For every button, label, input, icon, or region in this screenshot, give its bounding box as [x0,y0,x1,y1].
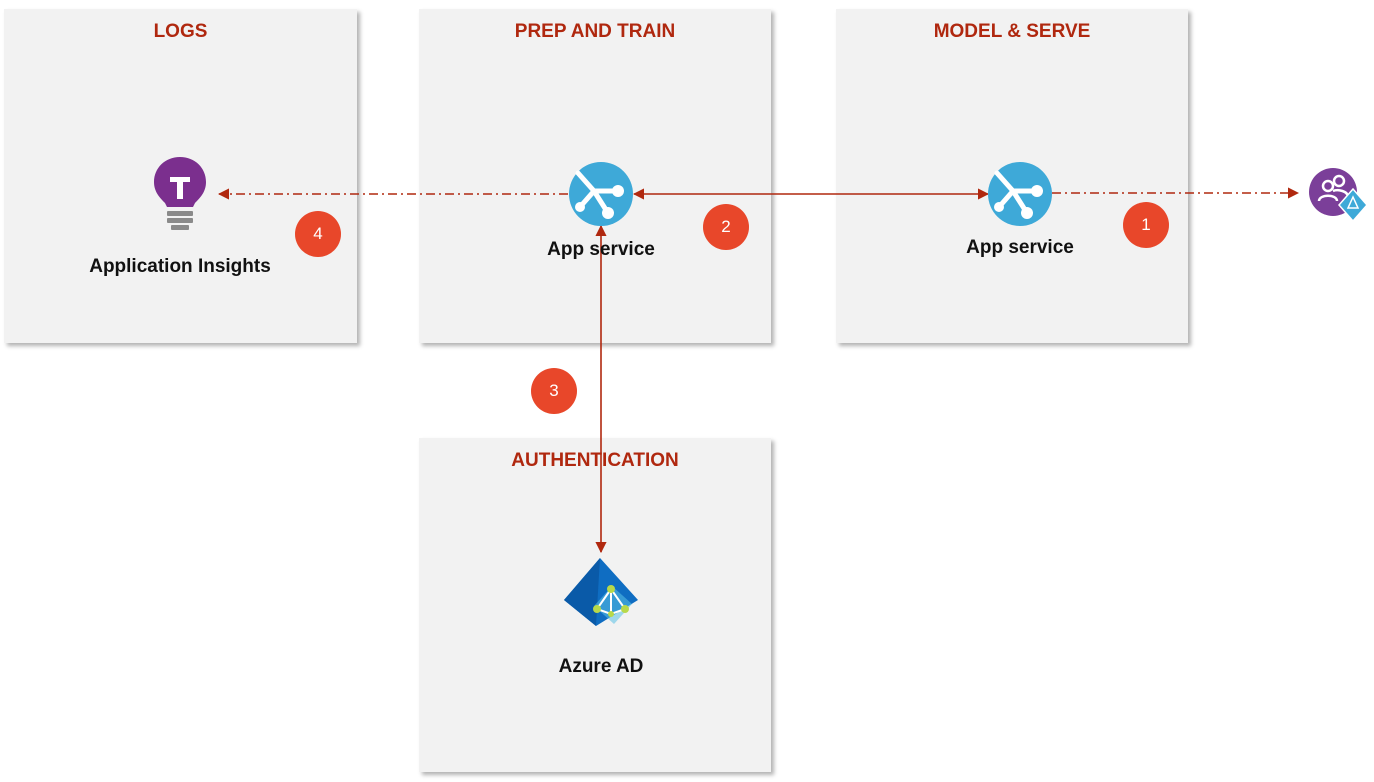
azure-ad-icon [562,556,642,632]
lightbulb-icon [152,155,208,235]
app-service-icon [987,161,1053,227]
application-insights-label: Application Insights [89,256,271,277]
logs-panel-title: LOGS [153,21,208,42]
model-serve-panel: MODEL & SERVE [836,9,1188,343]
app-service-icon [568,161,634,227]
authentication-panel-title: AUTHENTICATION [511,450,679,471]
azure-ad-label: Azure AD [558,656,644,677]
step-badge-3: 3 [531,368,577,414]
prep-train-panel-title: PREP AND TRAIN [514,21,676,42]
model-serve-panel-title: MODEL & SERVE [933,21,1091,42]
step-badge-4: 4 [295,211,341,257]
app-service-prep-label: App service [547,239,655,260]
step-badge-1: 1 [1123,202,1169,248]
app-service-model-label: App service [966,237,1074,258]
step-badge-2: 2 [703,204,749,250]
users-group-icon [1308,167,1368,225]
